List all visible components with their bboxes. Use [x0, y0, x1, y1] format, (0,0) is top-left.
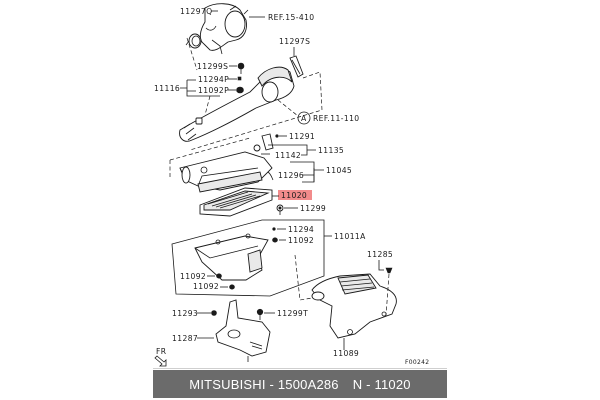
label-11011A[interactable]: 11011A [334, 232, 366, 241]
air-cleaner-cover-11045 [179, 151, 273, 193]
clamp-11297Q [185, 33, 202, 49]
clamp-11297S [289, 55, 304, 78]
intake-duct-11116 [179, 66, 295, 142]
case-group-frame [171, 219, 325, 297]
label-ref-11-110[interactable]: REF.11-110 [313, 114, 360, 123]
label-11297Q[interactable]: 11297Q [180, 7, 213, 16]
brand-name: MITSUBISHI [189, 376, 266, 392]
air-intake-duct-11089 [311, 273, 397, 339]
part-info-bar: MITSUBISHI - 1500A286 N - 11020 [153, 370, 447, 398]
air-filter-element-11020 [199, 187, 273, 217]
label-11299T[interactable]: 11299T [277, 309, 308, 318]
footer-divider [153, 368, 447, 369]
label-11294P[interactable]: 11294P [198, 75, 229, 84]
highlight-11020 [278, 190, 312, 200]
bolt-11299S [237, 62, 245, 74]
airflow-sensor-11291 [253, 133, 274, 152]
label-11287[interactable]: 11287 [172, 334, 198, 343]
label-11291[interactable]: 11291 [289, 132, 315, 141]
label-11293[interactable]: 11293 [172, 309, 198, 318]
label-11285[interactable]: 11285 [367, 250, 393, 259]
label-11020[interactable]: 11020 [281, 191, 307, 200]
label-11116[interactable]: 11116 [154, 84, 180, 93]
label-ref-15-410[interactable]: REF.15-410 [268, 13, 315, 22]
label-11142[interactable]: 11142 [275, 151, 301, 160]
label-11294[interactable]: 11294 [288, 225, 314, 234]
label-11297S[interactable]: 11297S [279, 37, 310, 46]
label-11135[interactable]: 11135 [318, 146, 344, 155]
drawing-code: F00242 [405, 359, 429, 366]
label-11296[interactable]: 11296 [278, 171, 304, 180]
bolt-11299T [256, 308, 264, 320]
label-11089[interactable]: 11089 [333, 349, 359, 358]
label-11092-c[interactable]: 11092 [193, 282, 219, 291]
reference-number: N - 11020 [352, 376, 411, 392]
bracket-11287 [215, 299, 271, 362]
label-11299[interactable]: 11299 [300, 204, 326, 213]
air-cleaner-case-11011A [194, 233, 269, 281]
label-11299S[interactable]: 11299S [197, 62, 228, 71]
brand-separator: - [269, 376, 275, 392]
label-11092-b[interactable]: 11092 [180, 272, 206, 281]
label-11092P[interactable]: 11092P [198, 86, 229, 95]
label-circle-a[interactable]: A [301, 114, 307, 123]
front-arrow-icon [154, 355, 167, 367]
part-number: 1500A286 [277, 376, 339, 392]
label-11045[interactable]: 11045 [326, 166, 352, 175]
label-fr: FR [156, 347, 167, 356]
label-11092-a[interactable]: 11092 [288, 236, 314, 245]
inlet-elbow-part [199, 3, 249, 55]
